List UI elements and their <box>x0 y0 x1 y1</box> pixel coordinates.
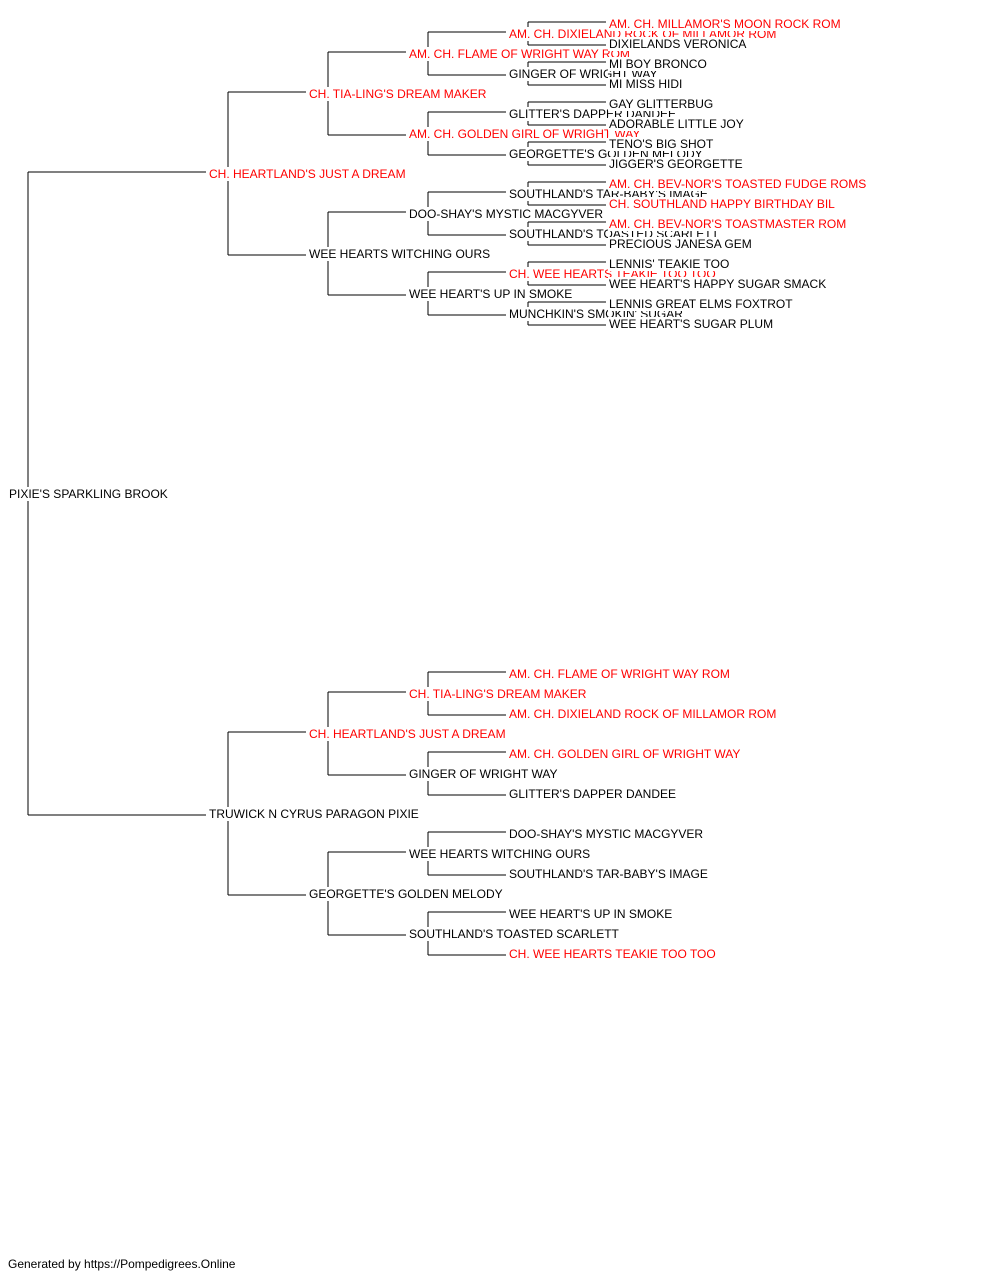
pedigree-name: PRECIOUS JANESA GEM <box>608 237 753 251</box>
pedigree-name: PIXIE'S SPARKLING BROOK <box>8 487 169 501</box>
pedigree-name: CH. SOUTHLAND HAPPY BIRTHDAY BIL <box>608 197 836 211</box>
pedigree-name: CH. TIA-LING'S DREAM MAKER <box>408 687 588 701</box>
pedigree-name: WEE HEART'S UP IN SMOKE <box>408 287 574 301</box>
pedigree-name: WEE HEART'S HAPPY SUGAR SMACK <box>608 277 828 291</box>
pedigree-name: AM. CH. FLAME OF WRIGHT WAY ROM <box>508 667 731 681</box>
pedigree-name: MI MISS HIDI <box>608 77 684 91</box>
pedigree-name: GLITTER'S DAPPER DANDEE <box>508 787 677 801</box>
pedigree-name: WEE HEARTS WITCHING OURS <box>408 847 592 861</box>
pedigree-name: GEORGETTE'S GOLDEN MELODY <box>308 887 504 901</box>
pedigree-name: TRUWICK N CYRUS PARAGON PIXIE <box>208 807 420 821</box>
pedigree-name: CH. HEARTLAND'S JUST A DREAM <box>308 727 507 741</box>
pedigree-name: TENO'S BIG SHOT <box>608 137 715 151</box>
pedigree-name: DIXIELANDS VERONICA <box>608 37 748 51</box>
pedigree-name: LENNIS' TEAKIE TOO <box>608 257 731 271</box>
pedigree-name: WEE HEARTS WITCHING OURS <box>308 247 492 261</box>
pedigree-name: DOO-SHAY'S MYSTIC MACGYVER <box>508 827 705 841</box>
pedigree-name: SOUTHLAND'S TOASTED SCARLETT <box>408 927 620 941</box>
pedigree-name: GAY GLITTERBUG <box>608 97 715 111</box>
pedigree-name: DOO-SHAY'S MYSTIC MACGYVER <box>408 207 605 221</box>
pedigree-name: AM. CH. DIXIELAND ROCK OF MILLAMOR ROM <box>508 707 778 721</box>
pedigree-name: CH. TIA-LING'S DREAM MAKER <box>308 87 488 101</box>
pedigree-name: AM. CH. MILLAMOR'S MOON ROCK ROM <box>608 17 842 31</box>
footer-credit: Generated by https://Pompedigrees.Online <box>8 1257 236 1271</box>
pedigree-name: GINGER OF WRIGHT WAY <box>408 767 559 781</box>
pedigree-name: CH. HEARTLAND'S JUST A DREAM <box>208 167 407 181</box>
pedigree-name: LENNIS GREAT ELMS FOXTROT <box>608 297 794 311</box>
pedigree-name: AM. CH. GOLDEN GIRL OF WRIGHT WAY <box>508 747 742 761</box>
pedigree-name: CH. WEE HEARTS TEAKIE TOO TOO <box>508 947 717 961</box>
pedigree-name: MI BOY BRONCO <box>608 57 708 71</box>
pedigree-name: AM. CH. FLAME OF WRIGHT WAY ROM <box>408 47 631 61</box>
pedigree-name: AM. CH. GOLDEN GIRL OF WRIGHT WAY <box>408 127 642 141</box>
pedigree-name: AM. CH. BEV-NOR'S TOASTMASTER ROM <box>608 217 848 231</box>
pedigree-name: JIGGER'S GEORGETTE <box>608 157 744 171</box>
pedigree-name: WEE HEART'S UP IN SMOKE <box>508 907 674 921</box>
pedigree-name: AM. CH. BEV-NOR'S TOASTED FUDGE ROMS <box>608 177 868 191</box>
pedigree-name: WEE HEART'S SUGAR PLUM <box>608 317 775 331</box>
pedigree-name: SOUTHLAND'S TAR-BABY'S IMAGE <box>508 867 709 881</box>
pedigree-name: ADORABLE LITTLE JOY <box>608 117 745 131</box>
